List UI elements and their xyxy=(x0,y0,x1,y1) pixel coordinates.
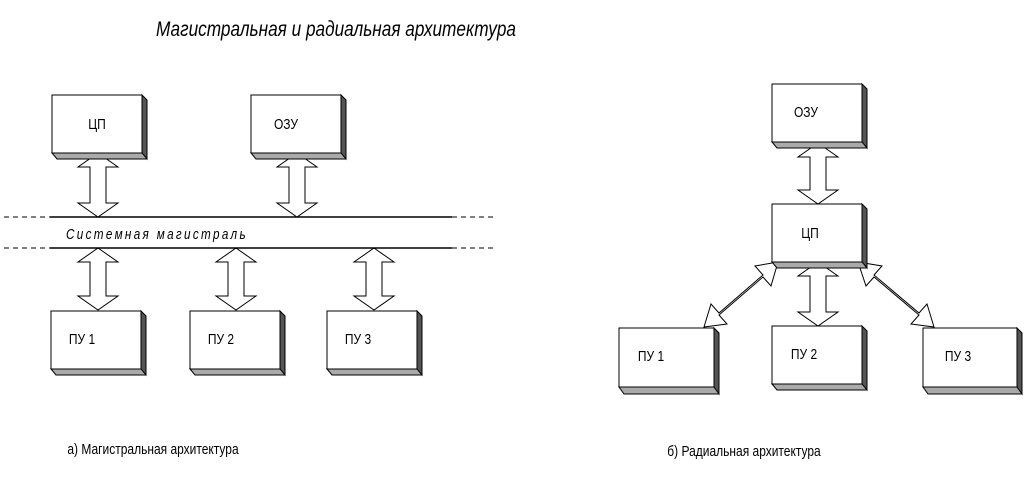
radial-block-pu1-label: ПУ 1 xyxy=(638,348,664,365)
bus-block-pu3: ПУ 3 xyxy=(325,309,423,377)
bus-block-pu1-label: ПУ 1 xyxy=(69,331,95,348)
radial-block-pu3: ПУ 3 xyxy=(922,326,1023,396)
cpu-pu2-arrow xyxy=(796,261,840,327)
radial-block-pu3-label: ПУ 3 xyxy=(945,348,971,365)
ram-bus-arrow xyxy=(275,152,319,218)
system-bus-label: Системная магистраль xyxy=(66,226,248,243)
system-bus: Системная магистраль xyxy=(4,216,494,249)
radial-block-pu1: ПУ 1 xyxy=(618,326,720,396)
bus-architecture: Системная магистраль ЦП ОЗУ ПУ 1 xyxy=(4,93,494,458)
pu3-bus-arrow xyxy=(352,247,396,311)
radial-block-cpu: ЦП xyxy=(770,202,868,270)
bus-block-ram-label: ОЗУ xyxy=(274,116,298,133)
radial-block-pu2-label: ПУ 2 xyxy=(791,346,817,363)
pu2-bus-arrow xyxy=(214,247,258,311)
ram-cpu-arrow xyxy=(796,142,840,205)
radial-block-ram: ОЗУ xyxy=(770,82,868,150)
radial-block-pu2: ПУ 2 xyxy=(770,324,868,392)
bus-block-pu2-label: ПУ 2 xyxy=(208,331,234,348)
radial-architecture-caption: б) Радиальная архитектура xyxy=(667,443,821,460)
bus-block-cpu: ЦП xyxy=(50,93,148,161)
bus-block-ram: ОЗУ xyxy=(249,93,347,161)
cpu-pu1-arrow xyxy=(703,261,779,328)
cpu-bus-arrow xyxy=(76,152,120,218)
cpu-pu3-arrow xyxy=(857,261,935,328)
pu1-bus-arrow xyxy=(76,247,120,311)
diagram-title: Магистральная и радиальная архитектура xyxy=(156,19,516,42)
radial-block-ram-label: ОЗУ xyxy=(794,104,818,121)
bus-block-pu2: ПУ 2 xyxy=(188,309,286,377)
radial-architecture: ОЗУ ЦП ПУ 1 ПУ 2 ПУ 3 б) Радиальная архи… xyxy=(618,82,1023,460)
bus-block-pu1: ПУ 1 xyxy=(49,309,147,377)
bus-architecture-caption: а) Магистральная архитектура xyxy=(67,441,239,458)
bus-block-pu3-label: ПУ 3 xyxy=(345,331,371,348)
radial-block-cpu-label: ЦП xyxy=(801,225,819,242)
bus-block-cpu-label: ЦП xyxy=(88,116,106,133)
